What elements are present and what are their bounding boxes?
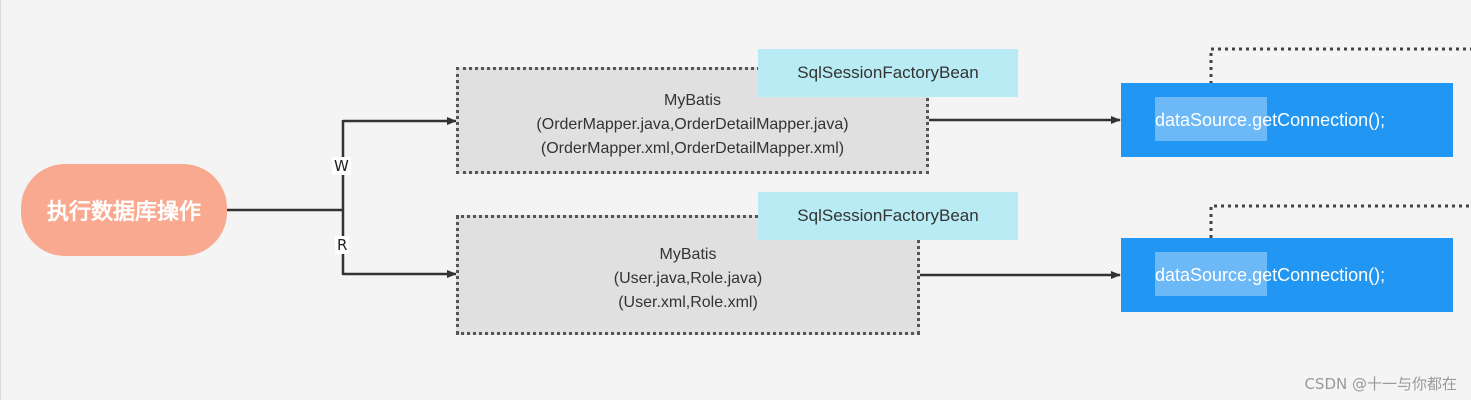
read-branch-label: R xyxy=(335,236,350,254)
bottom-datasource-leader xyxy=(1209,204,1471,252)
top-datasource-leader xyxy=(1209,47,1471,98)
datasource-label: dataSource.getConnection(); xyxy=(1155,109,1386,130)
mybatis-java-files: (User.java,Role.java) xyxy=(613,270,763,287)
mybatis-title: MyBatis xyxy=(659,246,717,263)
datasource-label: dataSource.getConnection(); xyxy=(1155,264,1386,285)
start-node: 执行数据库操作 xyxy=(21,164,227,256)
datasource-box-read: dataSource.getConnection(); xyxy=(1121,238,1453,312)
mybatis-box-write: MyBatis (OrderMapper.java,OrderDetailMap… xyxy=(456,67,929,174)
datasource-highlight xyxy=(1155,97,1267,141)
write-branch-label: W xyxy=(332,157,351,175)
mybatis-xml-files: (User.xml,Role.xml) xyxy=(618,294,758,311)
mybatis-xml-files: (OrderMapper.xml,OrderDetailMapper.xml) xyxy=(540,139,845,157)
mybatis-java-files: (OrderMapper.java,OrderDetailMapper.java… xyxy=(536,115,849,133)
sqlsessionfactory-tag-read: SqlSessionFactoryBean xyxy=(758,192,1018,240)
sqlsessionfactory-tag-write: SqlSessionFactoryBean xyxy=(758,49,1018,97)
mybatis-title: MyBatis xyxy=(664,91,721,109)
datasource-box-write: dataSource.getConnection(); xyxy=(1121,83,1453,157)
watermark: CSDN @十一与你都在 xyxy=(1304,375,1457,393)
datasource-highlight xyxy=(1155,252,1267,296)
